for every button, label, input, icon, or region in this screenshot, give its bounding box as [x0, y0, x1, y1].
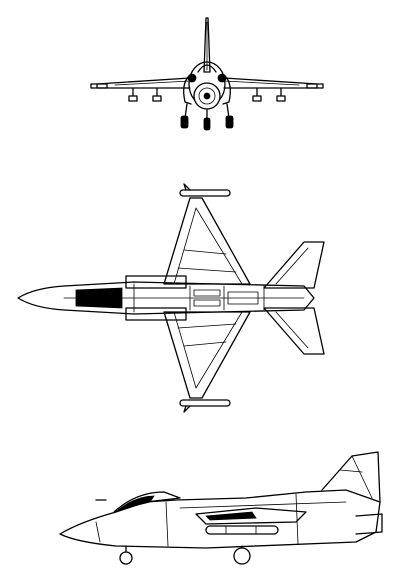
- aircraft-top-view-icon: [17, 183, 325, 413]
- aircraft-side-view-icon: [59, 451, 383, 565]
- aircraft-front-view-icon: [90, 17, 324, 131]
- front-view: [85, 12, 330, 137]
- side-view: [56, 442, 386, 572]
- top-view: [14, 180, 325, 420]
